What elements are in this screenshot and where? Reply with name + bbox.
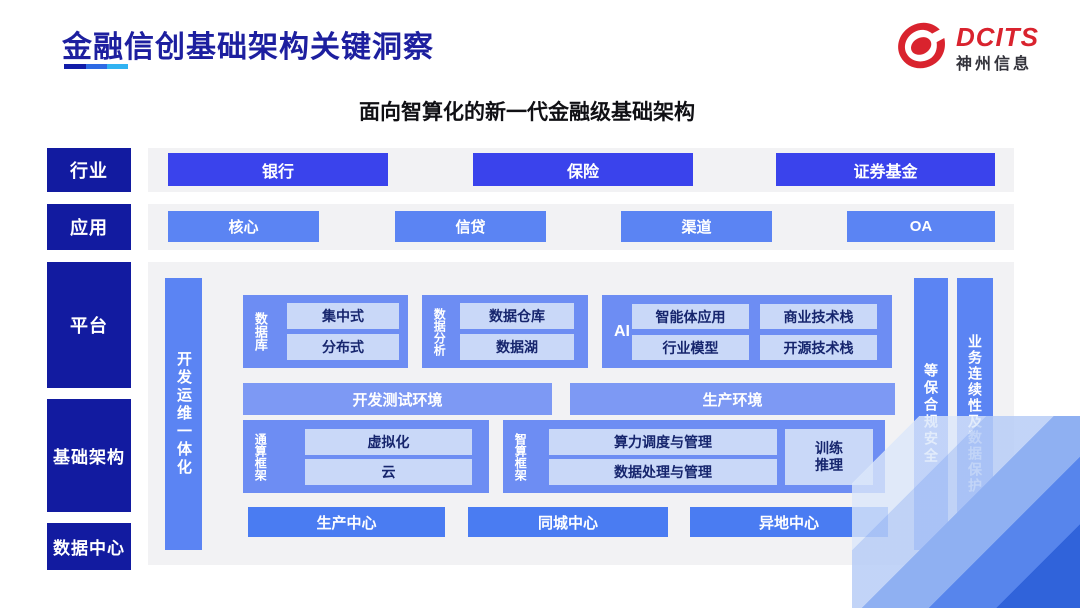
chip-data-processing: 数据处理与管理	[549, 459, 777, 485]
block-intelligent-framework-label: 智算框架	[513, 432, 528, 481]
pillar-devops: 开发运维一体化	[165, 278, 202, 550]
block-ai-label: AI	[614, 322, 630, 340]
layer-label-platform: 平台	[47, 262, 131, 388]
block-general-framework: 通算框架 虚拟化 云	[243, 420, 489, 493]
layer-label-datacenter: 数据中心	[47, 523, 131, 570]
logo-brand-text: DCITS	[956, 22, 1039, 52]
block-analytics: 数据分析 数据仓库 数据湖	[422, 295, 588, 368]
block-ai: AI 智能体应用 商业技术栈 行业模型 开源技术栈	[602, 295, 892, 368]
env-dev-test: 开发测试环境	[243, 383, 552, 415]
industry-item-securities: 证券基金	[776, 153, 995, 186]
block-database-label: 数据库	[252, 312, 268, 351]
industry-item-bank: 银行	[168, 153, 388, 186]
chip-data-warehouse: 数据仓库	[460, 303, 574, 329]
layer-label-infrastructure: 基础架构	[47, 399, 131, 512]
corner-decoration	[852, 416, 1080, 608]
chip-cloud: 云	[305, 459, 472, 485]
diagram-title: 面向智算化的新一代金融级基础架构	[359, 101, 695, 124]
app-item-oa: OA	[847, 211, 995, 242]
block-intelligent-framework: 智算框架 算力调度与管理 数据处理与管理 训练推理	[503, 420, 885, 493]
block-analytics-label: 数据分析	[432, 307, 447, 356]
block-database: 数据库 集中式 分布式	[243, 295, 408, 368]
center-production: 生产中心	[248, 507, 445, 537]
env-production: 生产环境	[570, 383, 895, 415]
app-item-credit: 信贷	[395, 211, 546, 242]
chip-distributed: 分布式	[287, 334, 399, 360]
layer-label-industry: 行业	[47, 148, 131, 192]
app-item-core: 核心	[168, 211, 319, 242]
dcits-swirl-icon	[898, 22, 945, 69]
chip-data-lake: 数据湖	[460, 334, 574, 360]
title-underline	[64, 64, 128, 69]
chip-agent-apps: 智能体应用	[632, 304, 749, 329]
center-same-city: 同城中心	[468, 507, 668, 537]
block-general-framework-label: 通算框架	[253, 432, 268, 481]
layer-label-application: 应用	[47, 204, 131, 250]
chip-virtualization: 虚拟化	[305, 429, 472, 455]
chip-training-inference-text: 训练推理	[815, 439, 843, 474]
industry-item-insurance: 保险	[473, 153, 693, 186]
chip-commercial-stack: 商业技术栈	[760, 304, 877, 329]
app-item-channel: 渠道	[621, 211, 772, 242]
logo-company-text: 神州信息	[956, 56, 1033, 73]
page-title: 金融信创基础架构关键洞察	[62, 31, 434, 64]
chip-opensource-stack: 开源技术栈	[760, 335, 877, 360]
chip-compute-scheduling: 算力调度与管理	[549, 429, 777, 455]
chip-industry-models: 行业模型	[632, 335, 749, 360]
chip-centralized: 集中式	[287, 303, 399, 329]
